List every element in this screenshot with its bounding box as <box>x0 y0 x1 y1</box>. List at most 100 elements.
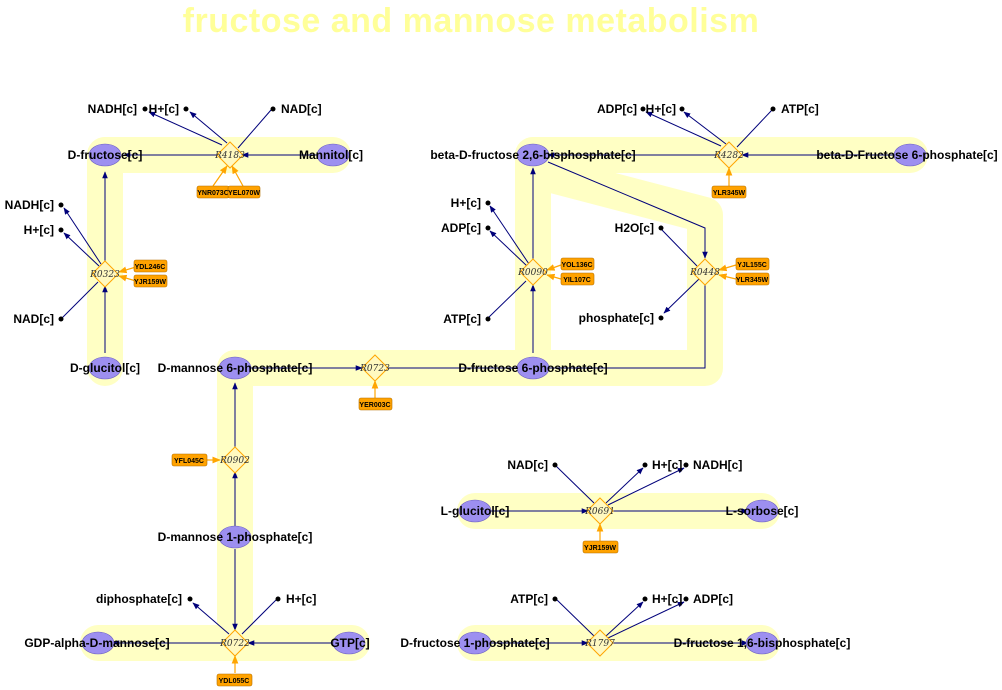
gene-yil107c[interactable]: YIL107C <box>560 272 595 286</box>
svg-text:YJR159W: YJR159W <box>584 545 616 552</box>
gene-yfl045c[interactable]: YFL045C <box>171 453 208 467</box>
node-gdp-mannose[interactable] <box>81 631 115 655</box>
reaction-label: R0722 <box>219 639 250 649</box>
reaction-r0723[interactable]: R0723 <box>359 354 390 382</box>
reaction-label: R0902 <box>219 456 250 466</box>
svg-text:YOL136C: YOL136C <box>561 262 592 269</box>
gene-ylr345w-a[interactable]: YLR345W <box>711 185 747 199</box>
reaction-label: R0323 <box>89 270 120 280</box>
gene-edges <box>118 165 737 673</box>
label-r0691-nadh: NADH[c] <box>693 458 742 472</box>
metabolite-labels: D-fructose[c] Mannitol[c] D-glucitol[c] … <box>24 148 997 650</box>
label-l-glucitol: L-glucitol[c] <box>441 504 510 518</box>
reaction-label: R0090 <box>517 268 548 278</box>
reaction-label: R0691 <box>584 507 615 517</box>
gene-yjr159w-b[interactable]: YJR159W <box>582 540 619 554</box>
svg-text:YER003C: YER003C <box>359 402 390 409</box>
reaction-r0090[interactable]: R0090 <box>517 258 548 286</box>
label-gdp-mannose: GDP-alpha-D-mannose[c] <box>24 636 169 650</box>
label-r1797-h: H+[c] <box>652 592 682 606</box>
label-r1797-adp: ADP[c] <box>693 592 733 606</box>
gene-yjl155c[interactable]: YJL155C <box>735 257 770 271</box>
reaction-label: R4282 <box>713 151 744 161</box>
reaction-r0902[interactable]: R0902 <box>219 446 250 474</box>
svg-text:YLR345W: YLR345W <box>736 277 769 284</box>
label-r4183-nadh: NADH[c] <box>88 102 137 116</box>
node-d-mannose-6p[interactable] <box>218 356 252 380</box>
label-r0090-atp: ATP[c] <box>443 312 481 326</box>
label-r0448-phosphate: phosphate[c] <box>579 311 654 325</box>
label-r0722-diphosphate: diphosphate[c] <box>96 592 182 606</box>
reaction-r4282[interactable]: R4282 <box>713 141 744 169</box>
node-beta-f26bp[interactable] <box>516 143 550 167</box>
svg-text:YDL055C: YDL055C <box>219 678 250 685</box>
label-r4183-nad: NAD[c] <box>281 102 322 116</box>
reaction-r0448[interactable]: R0448 <box>689 258 720 286</box>
reaction-label: R1797 <box>584 639 615 649</box>
label-gtp: GTP[c] <box>330 636 369 650</box>
label-mannitol: Mannitol[c] <box>299 148 363 162</box>
side-metabolite-dots <box>58 106 776 602</box>
label-beta-f26bp: beta-D-fructose 2,6-bisphosphate[c] <box>430 148 635 162</box>
node-gtp[interactable] <box>332 631 366 655</box>
svg-text:YLR345W: YLR345W <box>713 190 746 197</box>
node-l-glucitol[interactable] <box>458 499 492 523</box>
svg-text:YIL107C: YIL107C <box>563 277 591 284</box>
label-d-fructose-6p: D-fructose 6-phosphate[c] <box>458 361 607 375</box>
label-r0691-nad: NAD[c] <box>507 458 548 472</box>
node-beta-f6p[interactable] <box>893 143 927 167</box>
reaction-r1797[interactable]: R1797 <box>584 629 615 657</box>
gene-ylr345w-b[interactable]: YLR345W <box>735 272 770 286</box>
reaction-edges <box>61 109 905 646</box>
reaction-r0323[interactable]: R0323 <box>89 260 120 288</box>
label-d-fructose: D-fructose[c] <box>68 148 143 162</box>
gene-nodes: YNR073C YEL070W YDL246C YJR159W YLR345W … <box>133 185 770 687</box>
label-r4282-adp: ADP[c] <box>597 102 637 116</box>
label-r0448-h2o: H2O[c] <box>615 221 654 235</box>
gene-yel070w[interactable]: YEL070W <box>227 185 260 199</box>
label-r0691-h: H+[c] <box>652 458 682 472</box>
svg-text:YJR159W: YJR159W <box>134 279 166 286</box>
gene-ydl246c[interactable]: YDL246C <box>133 259 168 273</box>
label-r4282-atp: ATP[c] <box>781 102 819 116</box>
label-d-fructose-1p: D-fructose 1-phosphate[c] <box>400 636 549 650</box>
gene-yjr159w-a[interactable]: YJR159W <box>133 274 168 288</box>
gene-ynr073c[interactable]: YNR073C <box>196 185 230 199</box>
node-l-sorbose[interactable] <box>745 499 779 523</box>
label-d-fructose-16bp: D-fructose 1,6-bisphosphate[c] <box>674 636 851 650</box>
label-l-sorbose: L-sorbose[c] <box>726 504 799 518</box>
node-mannitol[interactable] <box>316 143 350 167</box>
label-r4183-h: H+[c] <box>149 102 179 116</box>
label-beta-f6p: beta-D-Fructose 6-phosphate[c] <box>816 148 997 162</box>
node-d-fructose-6p[interactable] <box>516 356 550 380</box>
reaction-label: R0723 <box>359 364 390 374</box>
node-d-fructose[interactable] <box>88 143 122 167</box>
label-r0323-nad: NAD[c] <box>13 312 54 326</box>
gene-ydl055c[interactable]: YDL055C <box>216 673 253 687</box>
node-d-glucitol[interactable] <box>88 356 122 380</box>
reaction-nodes: R4183 R0323 R4282 R0090 R0448 R0723 <box>89 141 744 657</box>
gene-yer003c[interactable]: YER003C <box>358 397 393 411</box>
node-d-fructose-16bp[interactable] <box>745 631 779 655</box>
reaction-label: R0448 <box>689 268 720 278</box>
reaction-label: R4183 <box>214 151 245 161</box>
diagram-title: fructose and mannose metabolism <box>182 2 760 40</box>
reaction-r0691[interactable]: R0691 <box>584 497 615 525</box>
metabolite-nodes <box>81 143 927 655</box>
svg-text:YDL246C: YDL246C <box>135 264 166 271</box>
node-d-mannose-1p[interactable] <box>218 525 252 549</box>
node-d-fructose-1p[interactable] <box>458 631 492 655</box>
label-r0090-h: H+[c] <box>451 196 481 210</box>
label-d-mannose-1p: D-mannose 1-phosphate[c] <box>158 530 313 544</box>
pathway-tracks <box>80 137 928 661</box>
svg-text:YFL045C: YFL045C <box>174 458 204 465</box>
reaction-r4183[interactable]: R4183 <box>214 141 245 169</box>
side-metabolite-labels: NADH[c] H+[c] NAD[c] NADH[c] H+[c] NAD[c… <box>5 102 819 606</box>
gene-yol136c[interactable]: YOL136C <box>560 257 595 271</box>
reaction-r0722[interactable]: R0722 <box>219 629 250 657</box>
svg-text:YJL155C: YJL155C <box>737 262 767 269</box>
label-r0323-nadh: NADH[c] <box>5 198 54 212</box>
label-r4282-h: H+[c] <box>646 102 676 116</box>
